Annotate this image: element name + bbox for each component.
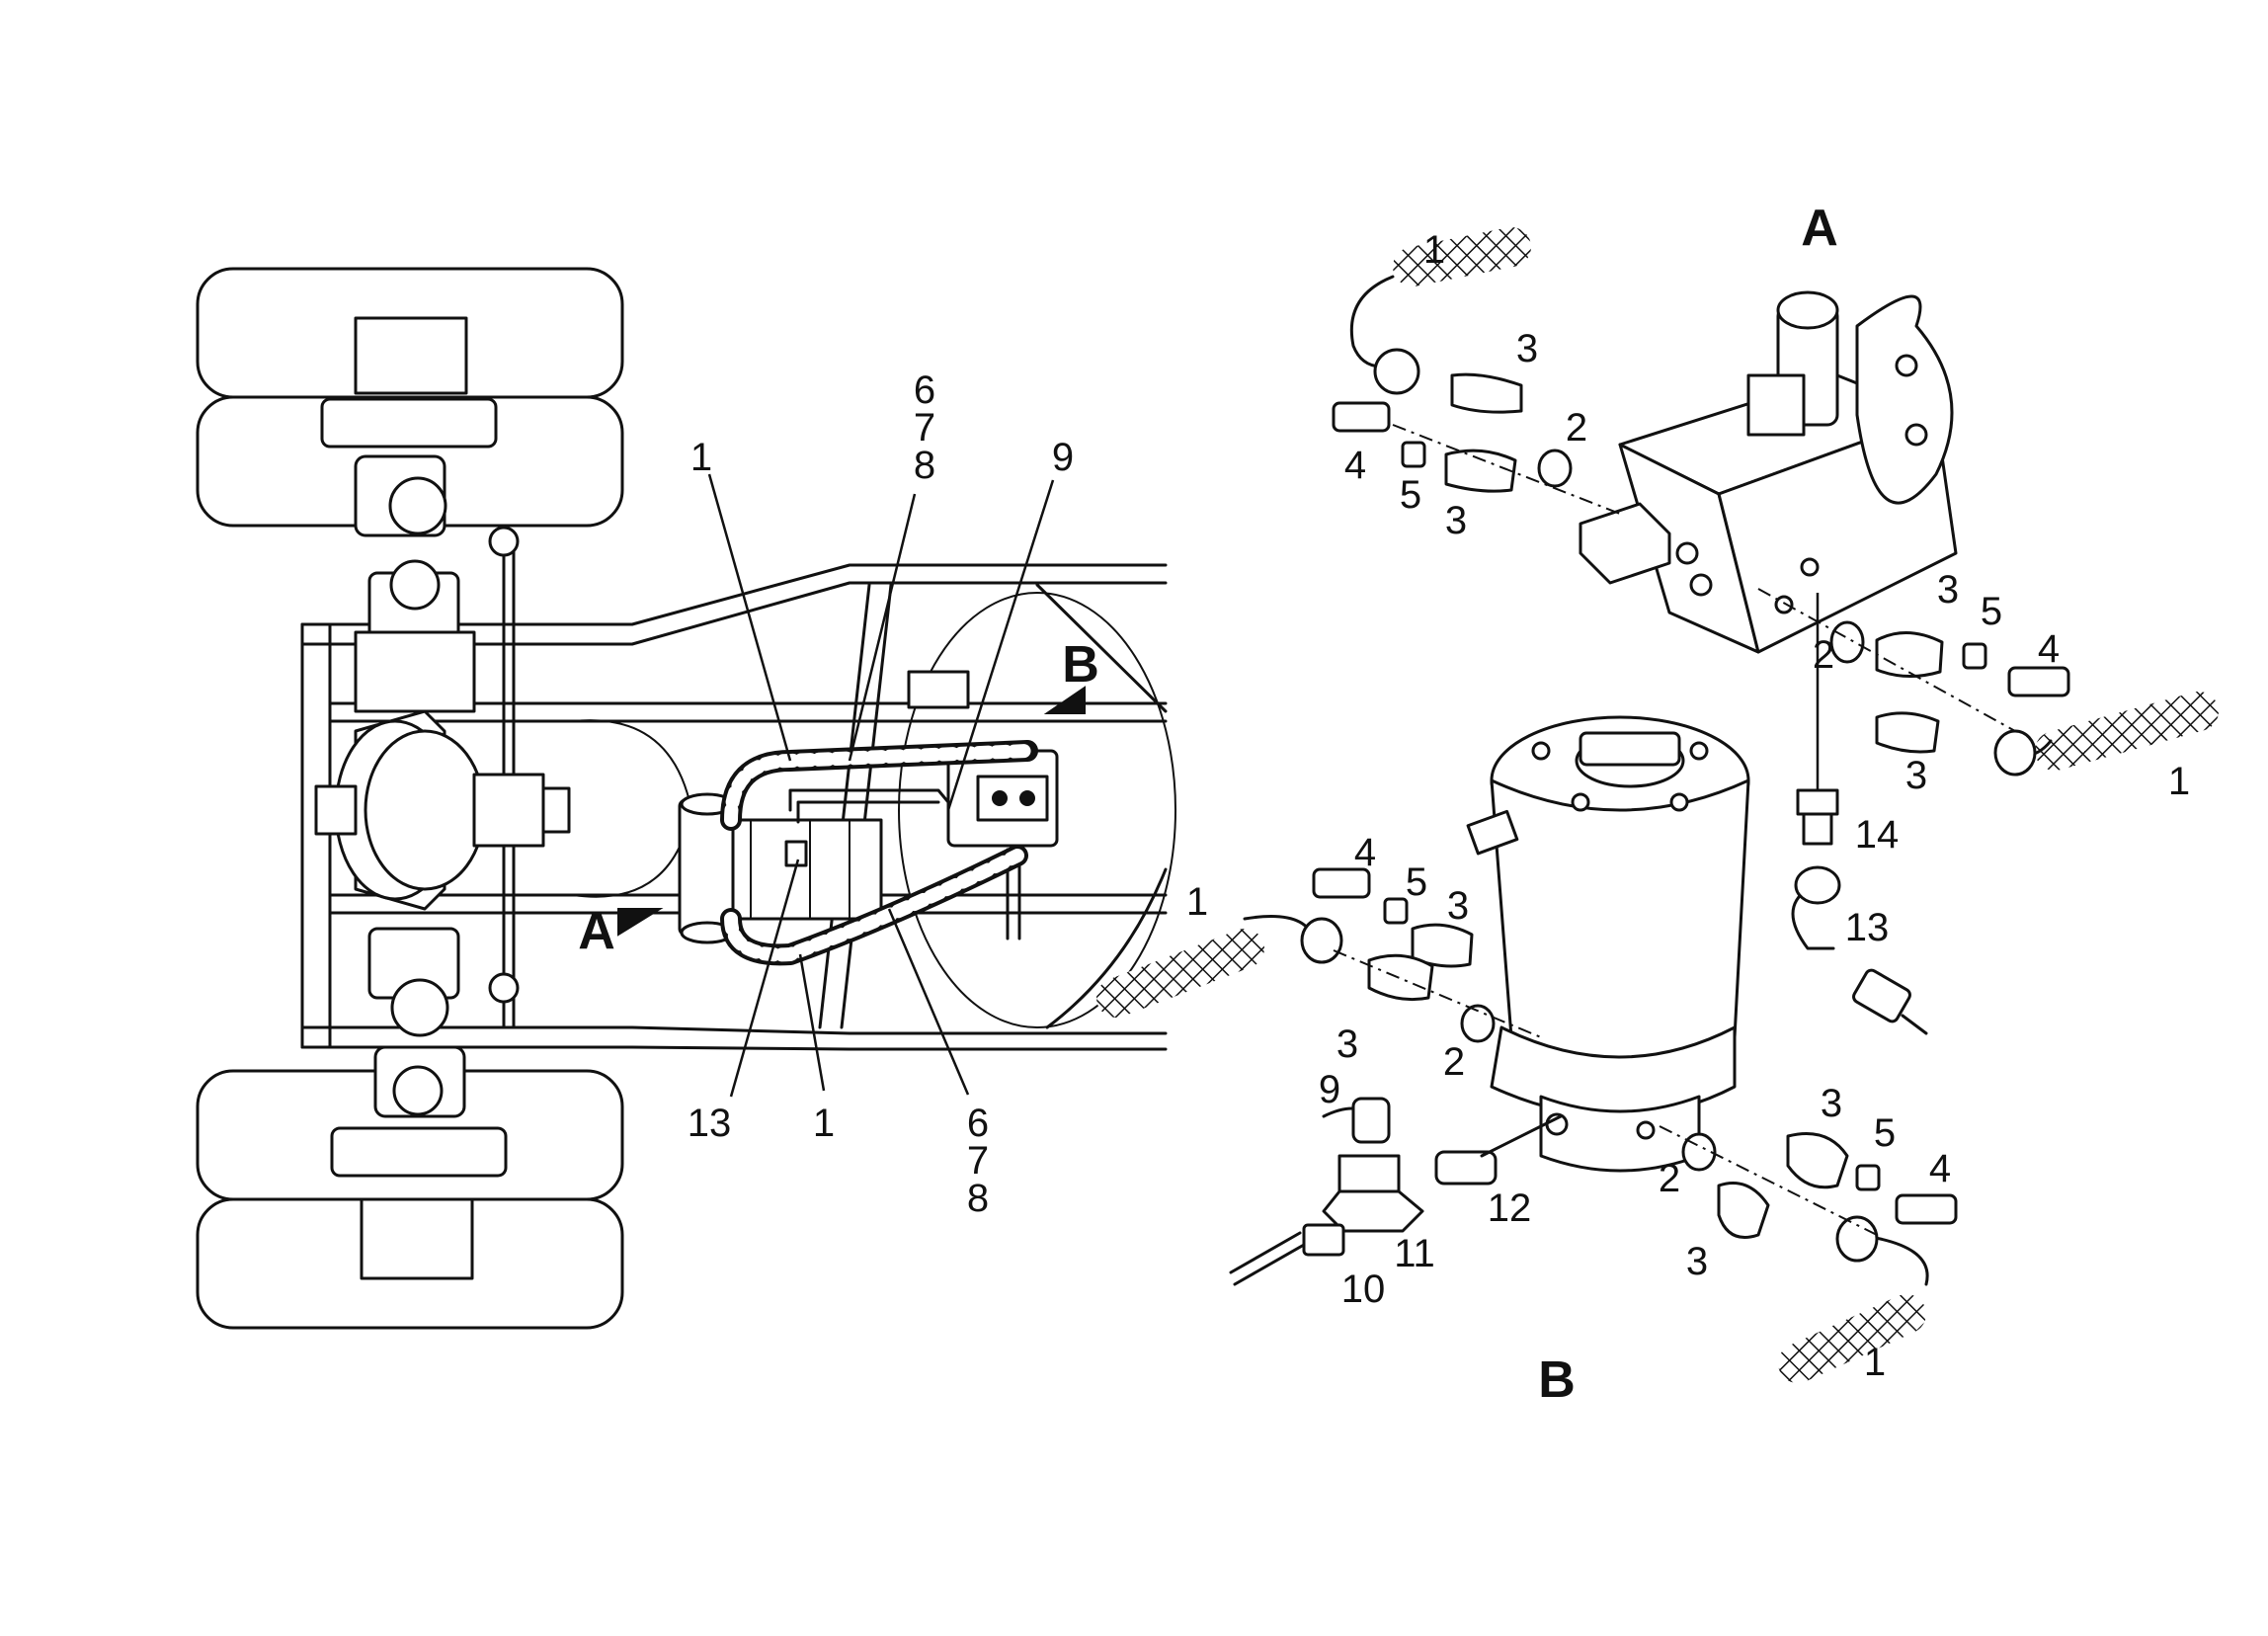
callout-7-top: 7 — [914, 406, 935, 450]
callout-a-4-upper: 4 — [1344, 444, 1366, 487]
callout-b-4-left: 4 — [1354, 831, 1376, 874]
callout-a-5-upper: 5 — [1400, 473, 1421, 517]
callout-b-11: 11 — [1394, 1232, 1435, 1275]
callout-b-1-bottom: 1 — [1864, 1341, 1886, 1384]
pump-body — [1579, 290, 1958, 654]
callout-a-3-upper: 3 — [1516, 327, 1538, 370]
chassis-frame — [300, 563, 1176, 1051]
view-a-title: A — [1801, 200, 1838, 257]
view-a-marker-label: A — [578, 903, 615, 960]
callout-a-13: 13 — [1845, 906, 1890, 949]
pump-upper-fittings — [1332, 227, 1621, 515]
callout-b-5-left: 5 — [1406, 860, 1427, 904]
callout-b-4-right: 4 — [1929, 1147, 1951, 1190]
callout-a-2-right: 2 — [1813, 633, 1834, 677]
motor-left-fittings — [1096, 867, 1542, 1043]
callout-b-3-lower: 3 — [1336, 1022, 1358, 1066]
rear-left-wheels — [196, 1069, 624, 1330]
motor-drain-fittings — [1229, 1097, 1563, 1286]
callout-6-top: 6 — [914, 368, 935, 412]
callout-b-5-right: 5 — [1874, 1111, 1896, 1155]
callout-a-4-right: 4 — [2038, 627, 2060, 671]
view-b-title: B — [1538, 1351, 1576, 1409]
machine-overview: A B 1 6 7 8 9 13 1 6 7 8 — [196, 267, 1176, 1330]
callout-b-9: 9 — [1319, 1068, 1340, 1111]
view-b-marker: B — [1043, 636, 1099, 714]
pump-lower-fittings — [1757, 588, 2219, 777]
callout-8-bottom: 8 — [967, 1177, 989, 1220]
callout-b-2-left: 2 — [1443, 1040, 1465, 1084]
callout-7-bottom: 7 — [967, 1139, 989, 1183]
view-b-motor-exploded: B — [1096, 715, 1958, 1409]
callout-a-1-top: 1 — [1423, 228, 1445, 272]
callout-13-overview: 13 — [688, 1102, 732, 1145]
callout-a-1-bottom: 1 — [2168, 760, 2190, 803]
differential — [314, 709, 693, 911]
callout-a-3-right: 3 — [1937, 568, 1959, 612]
motor-right-fittings — [1659, 1125, 1958, 1383]
callout-b-3-right: 3 — [1821, 1082, 1842, 1125]
overview-hydraulic-motor — [678, 792, 883, 944]
front-axle — [354, 454, 520, 1118]
callout-b-3-bottom: 3 — [1686, 1240, 1708, 1283]
overview-leaders — [707, 473, 1055, 1098]
callout-b-2-right: 2 — [1659, 1157, 1680, 1200]
callout-b-3-left: 3 — [1447, 884, 1469, 928]
callout-9-overview: 9 — [1052, 436, 1074, 479]
callout-a-3-lower-left: 3 — [1445, 499, 1467, 542]
motor-body — [1466, 715, 1750, 1173]
callout-a-3-bottom: 3 — [1905, 754, 1927, 797]
view-b-marker-label: B — [1062, 636, 1099, 694]
callout-b-12: 12 — [1488, 1186, 1532, 1230]
callout-6-bottom: 6 — [967, 1102, 989, 1145]
callout-a-2-upper: 2 — [1566, 406, 1587, 450]
callout-b-10: 10 — [1341, 1268, 1386, 1311]
callout-8-top: 8 — [914, 444, 935, 487]
pump-pressure-port-fittings — [1791, 593, 1928, 1035]
callout-a-5-right: 5 — [1981, 590, 2002, 633]
callout-1-bottom: 1 — [813, 1102, 835, 1145]
overview-hoses — [720, 740, 1038, 966]
view-a-marker: A — [578, 903, 664, 960]
view-a-pump-exploded: A — [1332, 200, 2219, 1035]
callout-b-1-left: 1 — [1186, 880, 1208, 924]
callout-1-top: 1 — [690, 436, 712, 479]
callout-a-14: 14 — [1855, 813, 1900, 857]
